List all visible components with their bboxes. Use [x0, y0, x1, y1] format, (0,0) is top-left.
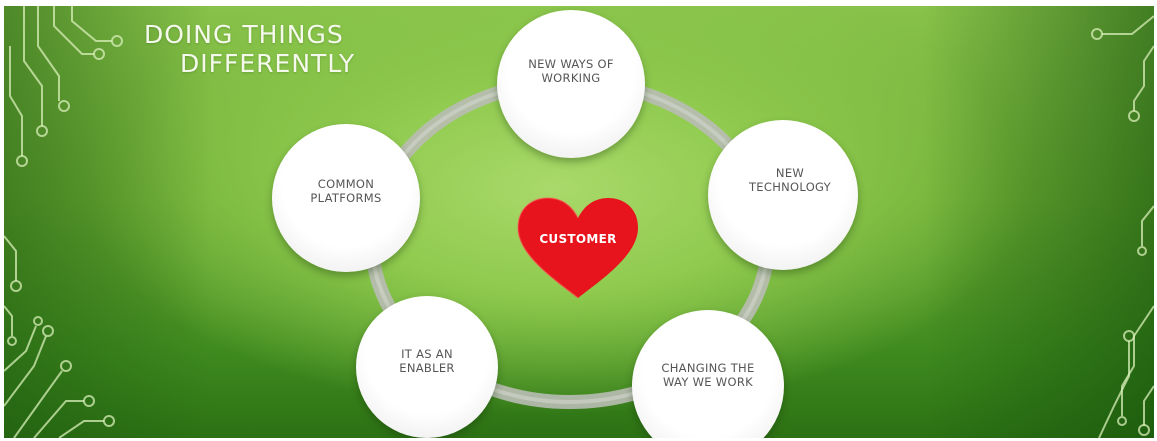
node-new-ways-of-working: NEW WAYS OF WORKING	[497, 10, 645, 158]
node-label: CHANGING THE WAY WE WORK	[661, 361, 755, 389]
title-line-1: DOING THINGS	[144, 20, 344, 49]
title-line-2: DIFFERENTLY	[180, 49, 356, 78]
node-it-as-an-enabler: IT AS AN ENABLER	[356, 296, 498, 438]
customer-heart: CUSTOMER	[510, 194, 646, 306]
node-changing-the-way-we-work: CHANGING THE WAY WE WORK	[632, 310, 784, 438]
heart-icon	[517, 197, 638, 299]
node-label: IT AS AN ENABLER	[399, 347, 455, 375]
cycle-diagram: NEW WAYS OF WORKING NEW TECHNOLOGY CHANG…	[4, 6, 1154, 438]
node-label: NEW TECHNOLOGY	[748, 166, 832, 194]
node-label: COMMON PLATFORMS	[310, 177, 382, 205]
page-title: DOING THINGS DIFFERENTLY	[144, 20, 444, 78]
node-new-technology: NEW TECHNOLOGY	[708, 120, 858, 270]
node-label: NEW WAYS OF WORKING	[528, 57, 614, 85]
node-common-platforms: COMMON PLATFORMS	[272, 124, 420, 272]
slide: DOING THINGS DIFFERENTLY NEW WAYS OF WOR…	[4, 6, 1154, 438]
customer-label: CUSTOMER	[539, 232, 617, 246]
